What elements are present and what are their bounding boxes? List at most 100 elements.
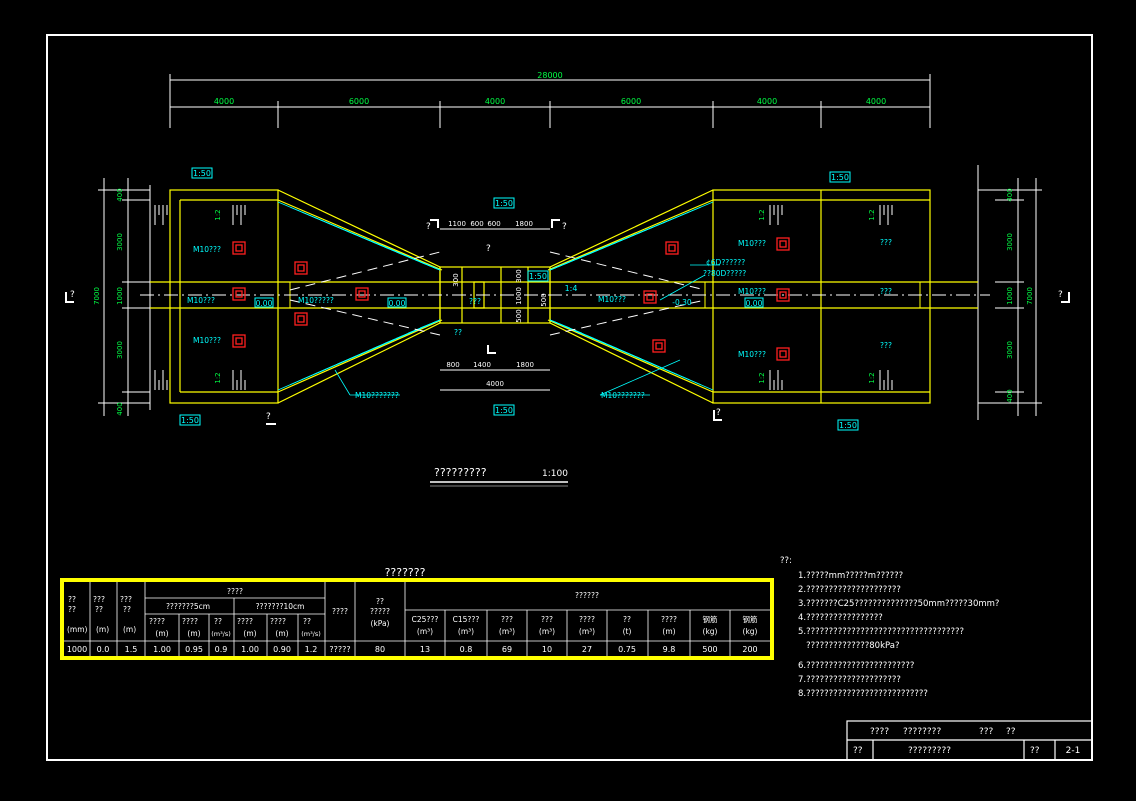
svg-text:1:50: 1:50	[181, 416, 199, 425]
svg-text:1:50: 1:50	[839, 421, 857, 430]
section-labels: ? ? ? ? ? ? ?	[70, 222, 1063, 422]
svg-text:1100: 1100	[448, 220, 466, 228]
svg-text:7000: 7000	[1026, 287, 1034, 305]
svg-text:??:: ??:	[780, 556, 792, 566]
svg-text:1000: 1000	[1006, 287, 1014, 305]
svg-text:3000: 3000	[1006, 341, 1014, 359]
svg-text:????: ????	[870, 727, 889, 737]
svg-text:???: ???	[541, 615, 553, 624]
svg-text:500: 500	[540, 293, 548, 306]
svg-text:1800: 1800	[516, 361, 534, 369]
svg-text:M10???: M10???	[738, 239, 766, 248]
slope-boxes	[179, 167, 859, 431]
svg-text:1.5: 1.5	[125, 645, 138, 654]
svg-text:1:2: 1:2	[758, 209, 766, 220]
svg-text:??: ??	[853, 746, 863, 756]
svg-text:?: ?	[70, 290, 75, 300]
svg-text:1.00: 1.00	[241, 645, 259, 654]
fan-line	[549, 261, 571, 271]
svg-text:(m): (m)	[96, 625, 109, 634]
slope-labels: 1:50 1:50 1:50 1:50 1:50 1:50 1:50 1:4	[181, 169, 857, 430]
slope-hatches	[154, 205, 893, 390]
svg-text:???????5cm: ???????5cm	[166, 602, 210, 611]
table-caption: ???????	[385, 566, 426, 579]
svg-text:(m³): (m³)	[539, 627, 555, 636]
svg-text:1:2: 1:2	[868, 209, 876, 220]
svg-text:400: 400	[116, 402, 124, 415]
svg-text:??????????????80kPa?: ??????????????80kPa?	[798, 641, 899, 651]
svg-text:3000: 3000	[116, 341, 124, 359]
svg-text:80: 80	[375, 645, 385, 654]
svg-text:1:2: 1:2	[868, 372, 876, 383]
svg-text:27: 27	[582, 645, 592, 654]
dim-seg: 4000	[757, 97, 777, 106]
svg-text:400: 400	[1006, 188, 1014, 201]
svg-text:M10?????: M10?????	[298, 296, 334, 305]
svg-text:??: ??	[376, 597, 384, 606]
dim-seg: 6000	[621, 97, 641, 106]
svg-text:1:50: 1:50	[831, 173, 849, 182]
svg-text:3000: 3000	[1006, 233, 1014, 251]
svg-text:???: ???	[880, 238, 892, 247]
table-border	[60, 578, 774, 660]
svg-text:1:2: 1:2	[214, 209, 222, 220]
fan-line	[419, 261, 441, 271]
dim-seg: 4000	[485, 97, 505, 106]
svg-text:(m³): (m³)	[417, 627, 433, 636]
top-dimensions	[169, 74, 931, 128]
svg-text:M10???: M10???	[187, 296, 215, 305]
svg-text:(m³/s): (m³/s)	[301, 630, 321, 638]
svg-text:?: ?	[562, 222, 567, 232]
svg-text:C25???: C25???	[412, 615, 439, 624]
red-symbols	[232, 237, 790, 361]
fan-line	[419, 319, 441, 329]
svg-text:1:50: 1:50	[495, 199, 513, 208]
svg-text:??: ??	[623, 615, 631, 624]
svg-text:6.????????????????????????: 6.????????????????????????	[798, 661, 914, 671]
svg-text:(m): (m)	[275, 629, 288, 638]
svg-text:???????10cm: ???????10cm	[256, 602, 305, 611]
svg-text:1:4: 1:4	[565, 284, 578, 293]
svg-text:-0.30: -0.30	[672, 298, 692, 307]
dashed-guides	[289, 251, 706, 336]
small-slope-labels: 1:2 1:2 1:2 1:2 1:2 1:2	[214, 209, 876, 383]
svg-text:????????: ????????	[903, 727, 941, 737]
svg-text:钢筋: 钢筋	[703, 614, 718, 624]
svg-text:(m): (m)	[187, 629, 200, 638]
svg-text:?: ?	[716, 408, 721, 418]
drawing-frame	[46, 34, 1093, 761]
table-row: 1000 0.0 1.5 1.00 0.95 0.9 1.00 0.90 1.2…	[67, 645, 758, 654]
table-grid	[64, 582, 770, 656]
svg-text:M10???: M10???	[738, 350, 766, 359]
svg-text:13: 13	[420, 645, 430, 654]
svg-text:?????: ?????	[329, 645, 350, 654]
svg-text:M10???: M10???	[598, 295, 626, 304]
svg-text:0.8: 0.8	[460, 645, 473, 654]
svg-text:(m³): (m³)	[458, 627, 474, 636]
svg-text:?: ?	[486, 244, 491, 254]
svg-text:1.?????mm?????m??????: 1.?????mm?????m??????	[798, 571, 903, 581]
fan-lines-right	[549, 201, 714, 391]
svg-text:(m): (m)	[243, 629, 256, 638]
svg-text:800: 800	[446, 361, 459, 369]
svg-text:(t): (t)	[623, 627, 632, 636]
svg-text:(m³): (m³)	[579, 627, 595, 636]
svg-text:1800: 1800	[515, 220, 533, 228]
svg-text:2-1: 2-1	[1066, 746, 1081, 756]
notes: ??: 1.?????mm?????m?????? 2.????????????…	[780, 556, 999, 699]
svg-text:4000: 4000	[486, 380, 504, 388]
dim-seg: 4000	[214, 97, 234, 106]
svg-text:1:2: 1:2	[214, 372, 222, 383]
svg-text:500: 500	[515, 309, 523, 322]
center-dim-labels: 1100 600 600 1800 800 1400 1800 4000 300…	[446, 220, 548, 388]
svg-text:¢6D??????: ¢6D??????	[706, 258, 745, 267]
svg-text:??: ??	[1030, 746, 1040, 756]
right-dimensions	[977, 165, 1042, 420]
svg-text:1:50: 1:50	[529, 272, 547, 281]
svg-text:??????: ??????	[575, 591, 599, 600]
svg-text:????: ????	[579, 615, 595, 624]
svg-text:1000: 1000	[116, 287, 124, 305]
svg-text:0.0: 0.0	[97, 645, 110, 654]
svg-text:1.00: 1.00	[153, 645, 171, 654]
svg-text:300: 300	[452, 273, 460, 286]
